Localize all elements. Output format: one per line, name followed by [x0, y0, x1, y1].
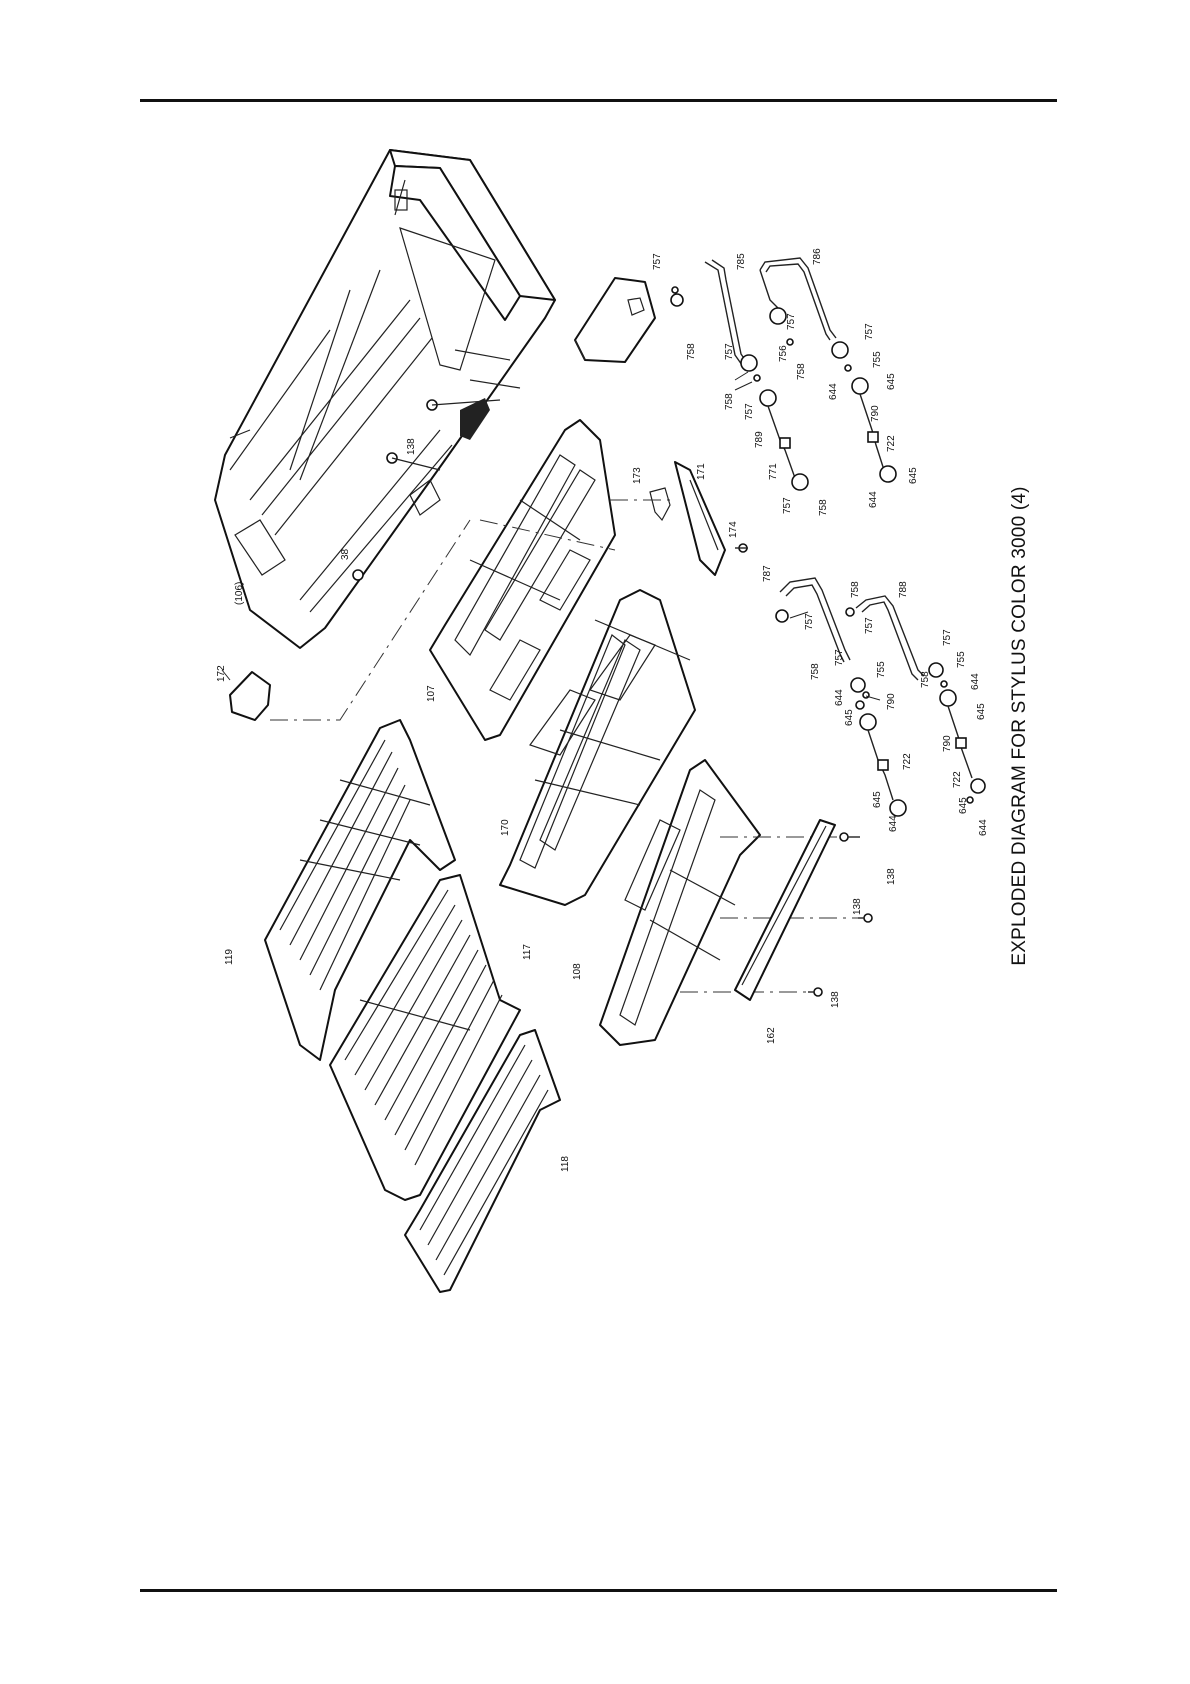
label-757-ua: 757	[652, 253, 663, 270]
label-787: 787	[762, 565, 773, 582]
label-119: 119	[224, 949, 235, 965]
label-644-la: 644	[834, 689, 845, 706]
label-138-a: 138	[406, 438, 417, 455]
label-757-uc: 757	[786, 313, 797, 330]
label-790-ua: 790	[870, 405, 881, 422]
label-757-lb: 757	[864, 617, 875, 634]
label-785: 785	[736, 253, 747, 270]
label-757-ue: 757	[744, 403, 755, 420]
label-786: 786	[812, 248, 823, 265]
label-788: 788	[898, 581, 909, 598]
shaft-788	[856, 596, 924, 680]
label-172: 172	[216, 665, 227, 682]
label-758-ud: 758	[818, 499, 829, 516]
label-722-lb: 722	[952, 771, 963, 788]
side-frame	[575, 278, 655, 362]
label-645-la: 645	[844, 709, 855, 726]
label-174: 174	[728, 521, 739, 538]
label-118: 118	[560, 1156, 571, 1172]
label-108: 108	[572, 963, 583, 980]
label-644-ua: 644	[828, 383, 839, 400]
label-138-e: 138	[830, 991, 841, 1008]
label-107: 107	[426, 685, 437, 702]
label-757-ud: 757	[864, 323, 875, 340]
shaft-786	[760, 258, 836, 340]
label-644-ub: 644	[868, 491, 879, 508]
label-756: 756	[778, 345, 789, 362]
label-757-lc: 757	[834, 649, 845, 666]
label-173: 173	[632, 467, 643, 484]
label-757-uf: 757	[782, 497, 793, 514]
label-645-lb: 645	[872, 791, 883, 808]
label-758-ub: 758	[796, 363, 807, 380]
label-138-d: 138	[852, 898, 863, 915]
label-106: (106)	[234, 582, 245, 605]
label-755-lb: 755	[956, 651, 967, 668]
label-757-ld: 757	[942, 629, 953, 646]
label-757-la: 757	[804, 613, 815, 630]
label-771: 771	[768, 463, 779, 480]
label-758-ua: 758	[686, 343, 697, 360]
label-645-lc: 645	[976, 703, 987, 720]
label-644-lc: 644	[970, 673, 981, 690]
label-757-ub: 757	[724, 343, 735, 360]
label-138-b: 38	[340, 548, 351, 560]
diagram-caption: EXPLODED DIAGRAM FOR STYLUS COLOR 3000 (…	[1009, 466, 1031, 986]
label-645-ub: 645	[908, 467, 919, 484]
label-645-ua: 645	[886, 373, 897, 390]
label-162: 162	[766, 1027, 777, 1044]
label-755-ua: 755	[872, 351, 883, 368]
label-117: 117	[522, 944, 533, 960]
label-758-la: 758	[850, 581, 861, 598]
bracket-162	[735, 820, 835, 1000]
label-758-lb: 758	[810, 663, 821, 680]
label-138-c: 138	[886, 868, 897, 885]
hardware-upper-right	[671, 287, 896, 490]
label-644-lb: 644	[888, 815, 899, 832]
label-790-la: 790	[886, 693, 897, 710]
label-170: 170	[500, 819, 511, 836]
label-790-lb: 790	[942, 735, 953, 752]
label-644-ld: 644	[978, 819, 989, 836]
label-722-la: 722	[902, 753, 913, 770]
label-171: 171	[696, 463, 707, 480]
label-758-uc: 758	[724, 393, 735, 410]
label-789: 789	[754, 431, 765, 448]
label-758-lc: 758	[920, 671, 931, 688]
label-645-ld: 645	[958, 797, 969, 814]
part-171	[610, 462, 748, 575]
label-755-la: 755	[876, 661, 887, 678]
label-722-ua: 722	[886, 435, 897, 452]
